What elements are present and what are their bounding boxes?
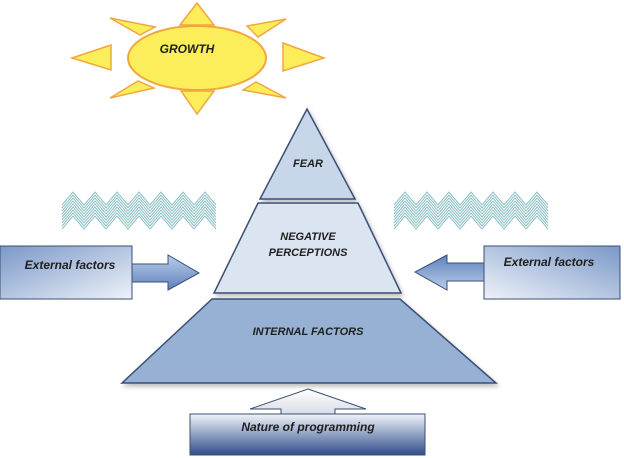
- wave-line: [61, 194, 217, 209]
- sun-ray-left: [69, 43, 112, 72]
- wave-pattern-left: [61, 191, 217, 230]
- sun-ray-top-left: [109, 17, 158, 36]
- wave-line: [61, 197, 217, 212]
- wave-line: [393, 191, 549, 206]
- external-factors-right-label: External factors: [504, 255, 595, 269]
- external-factors-left: External factors: [0, 245, 201, 300]
- external-factors-left-label: External factors: [25, 258, 116, 272]
- wave-line: [61, 191, 217, 206]
- up-arrow: [249, 388, 367, 415]
- sun-label: GROWTH: [160, 42, 215, 56]
- sun-ray-bottom: [179, 90, 216, 116]
- external-factors-right-box: [483, 245, 621, 300]
- wave-line: [61, 215, 217, 230]
- external-factors-left-arrow: [131, 254, 201, 291]
- wave-line: [61, 200, 217, 215]
- external-factors-right-arrow: [413, 254, 485, 291]
- sun-ray-top-right: [245, 18, 287, 38]
- pyramid-bottom-trapezoid: [120, 298, 498, 384]
- pyramid-top-triangle: [258, 107, 357, 200]
- wave-line: [393, 200, 549, 215]
- negative-perceptions-line2: PERCEPTIONS: [269, 247, 349, 259]
- sun-body: [127, 25, 267, 91]
- wave-line: [61, 209, 217, 224]
- sun-ray-bottom-left: [109, 80, 157, 99]
- nature-of-programming-label: Nature of programming: [241, 420, 375, 434]
- sun-ray-bottom-right: [240, 81, 287, 99]
- wave-line: [393, 194, 549, 209]
- wave-line: [393, 203, 549, 218]
- wave-line: [393, 212, 549, 227]
- internal-factors-label: INTERNAL FACTORS: [253, 326, 364, 338]
- nature-of-programming-box: [189, 413, 426, 456]
- wave-line: [393, 197, 549, 212]
- wave-pattern-right: [393, 191, 549, 230]
- negative-perceptions-line1: NEGATIVE: [280, 231, 336, 243]
- fear-label: FEAR: [293, 158, 323, 170]
- pyramid-middle-trapezoid: [212, 202, 403, 294]
- wave-line: [61, 212, 217, 227]
- sun-group: GROWTH: [69, 1, 327, 116]
- wave-line: [393, 215, 549, 230]
- nature-of-programming: Nature of programming: [189, 388, 426, 456]
- wave-line: [61, 203, 217, 218]
- sun-ray-right: [282, 41, 327, 73]
- external-factors-right: External factors: [413, 245, 621, 300]
- external-factors-left-box: [0, 245, 133, 300]
- wave-line: [393, 209, 549, 224]
- pyramid: [120, 107, 498, 384]
- wave-line: [393, 206, 549, 221]
- wave-line: [61, 206, 217, 221]
- sun-ray-top: [178, 1, 216, 26]
